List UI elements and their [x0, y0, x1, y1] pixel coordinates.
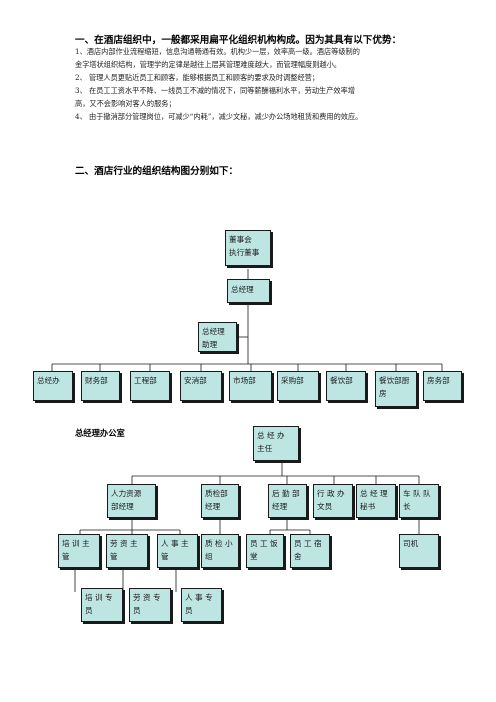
dept-marketing: 市场部 [229, 371, 272, 401]
board-label: 董事会 [229, 235, 252, 244]
logistics-manager-box: 后 勤 部 经理 [268, 484, 307, 518]
dept-rooms: 房务部 [423, 371, 462, 401]
qc-team-box: 质 检 小 组 [201, 534, 239, 568]
gm-assistant-box: 总经理 助理 [198, 322, 237, 352]
box-line: 员 [85, 606, 93, 615]
gm-box: 总经理 [227, 279, 270, 303]
box-line: 员 [133, 606, 141, 615]
point-1-line-1: 1、酒店内部作业流程缩短，信息沟通畅通有效。机构少一层，效率高一级。酒店等级制的 [75, 47, 360, 56]
box-line: 车 队 队 [403, 489, 431, 498]
dept-purchasing: 采购部 [277, 371, 319, 401]
box-line: 经理 [272, 502, 288, 511]
dept-label: 采购部 [281, 376, 304, 385]
box-line: 秘书 [360, 502, 376, 511]
dept-general-office: 总经办 [33, 371, 73, 401]
box-line: 人力资源 [111, 489, 142, 498]
dept-fb-kitchen: 餐饮部厨房 [375, 371, 417, 407]
box-line: 主任 [257, 444, 273, 453]
executive-director-label: 执行董事 [229, 248, 260, 257]
training-supervisor-box: 培 训 主 管 [58, 534, 100, 568]
box-line: 堂 [250, 552, 258, 561]
box-line: 部经理 [111, 502, 134, 511]
personnel-supervisor-box: 人 事 主 管 [157, 534, 198, 568]
gm-assistant-line-1: 总经理 [202, 327, 225, 336]
chart2-title: 总经理办公室 [75, 428, 125, 438]
box-line: 人 事 主 [161, 539, 189, 548]
dept-label: 工程部 [134, 376, 157, 385]
payroll-supervisor-box: 劳 资 主 管 [106, 534, 148, 568]
gm-secretary-box: 总 经 理 秘书 [356, 484, 396, 518]
training-specialist-box: 培 训 专 员 [81, 588, 123, 622]
box-line: 经理 [205, 502, 221, 511]
box-line: 劳 资 专 [133, 593, 161, 602]
admin-clerk-box: 行 政 办 文员 [313, 484, 353, 518]
hr-manager-box: 人力资源 部经理 [107, 484, 156, 518]
dept-label: 房务部 [427, 376, 450, 385]
payroll-specialist-box: 劳 资 专 员 [129, 588, 171, 622]
point-4: 4、 由于撤消部分管理岗位，可减少“内耗”，减少文秘，减少办公场地租赁和费用的效… [75, 112, 363, 121]
box-line: 员 [185, 606, 193, 615]
box-line: 组 [205, 552, 213, 561]
office-director-box: 总 经 办 主任 [253, 426, 299, 461]
box-line: 员 工 饭 [250, 539, 278, 548]
dept-label: 财务部 [85, 376, 108, 385]
point-2: 2、 管理人员更贴近员工和顾客，能够根据员工和顾客的要求及时调整经营； [75, 73, 320, 82]
staff-canteen-box: 员 工 饭 堂 [246, 534, 284, 568]
box-line: 质 检 小 [205, 539, 233, 548]
dept-engineering: 工程部 [130, 371, 170, 401]
box-line: 行 政 办 [317, 489, 345, 498]
box-line: 管 [110, 552, 118, 561]
driver-box: 司机 [399, 534, 439, 568]
staff-dormitory-box: 员 工 宿 舍 [290, 534, 330, 568]
box-line: 舍 [294, 552, 302, 561]
gm-label: 总经理 [231, 285, 254, 294]
point-3-line-1: 3、 在员工工资水平不降、一线员工不减的情况下，同等薪酬福利水平，劳动生产效率增 [75, 86, 355, 95]
box-line: 管 [161, 552, 169, 561]
box-line: 人 事 专 [185, 593, 213, 602]
advantages-list: 1、酒店内部作业流程缩短，信息沟通畅通有效。机构少一层，效率高一级。酒店等级制的… [75, 45, 425, 123]
box-line: 员 工 宿 [294, 539, 322, 548]
box-line: 后 勤 部 [272, 489, 300, 498]
box-line: 总 经 办 [257, 431, 285, 440]
point-1-line-2: 金字塔状组织结构，管理学的定律是越往上层其管理难度越大，而管理幅度则越小。 [75, 60, 341, 69]
dept-label: 餐饮部 [330, 376, 353, 385]
box-line: 劳 资 主 [110, 539, 138, 548]
box-line: 培 训 主 [62, 539, 90, 548]
box-line: 总 经 理 [360, 489, 388, 498]
dept-label: 市场部 [233, 376, 256, 385]
dept-food-beverage: 餐饮部 [326, 371, 366, 401]
box-line: 管 [62, 552, 70, 561]
heading-org-charts: 二、酒店行业的组织结构图分别如下： [75, 166, 239, 177]
box-line: 文员 [317, 502, 333, 511]
dept-label: 餐饮部厨房 [379, 376, 410, 398]
box-line: 培 训 专 [85, 593, 113, 602]
point-3-line-2: 高，又不会影响对客人的服务； [75, 99, 176, 108]
box-line: 质检部 [205, 489, 228, 498]
board-box: 董事会 执行董事 [225, 230, 271, 266]
personnel-specialist-box: 人 事 专 员 [181, 588, 222, 622]
box-line: 司机 [403, 539, 419, 548]
dept-finance: 财务部 [81, 371, 120, 401]
dept-label: 安消部 [184, 376, 207, 385]
qc-manager-box: 质检部 经理 [201, 484, 239, 518]
heading-advantages: 一、在酒店组织中，一般都采用扁平化组织机构构成。因为其具有以下优势： [75, 35, 402, 46]
dept-security: 安消部 [180, 371, 222, 401]
box-line: 长 [403, 502, 411, 511]
gm-assistant-line-2: 助理 [202, 340, 218, 349]
fleet-leader-box: 车 队 队 长 [399, 484, 439, 518]
dept-label: 总经办 [37, 376, 60, 385]
